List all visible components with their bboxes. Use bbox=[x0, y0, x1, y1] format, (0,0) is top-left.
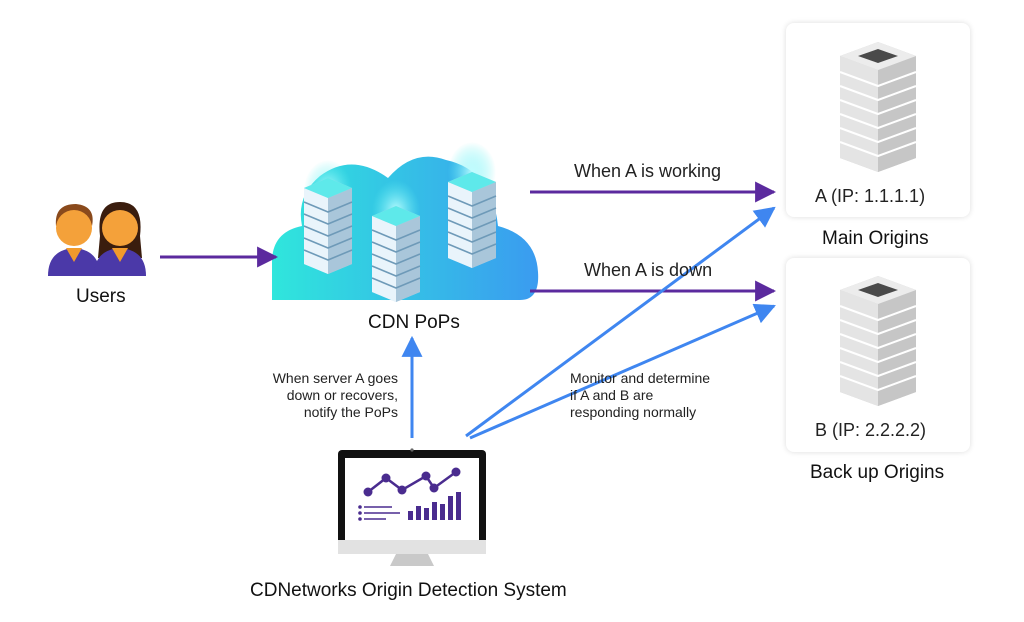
cdn-pops-label: CDN PoPs bbox=[368, 312, 460, 333]
a-working-label: When A is working bbox=[574, 161, 722, 181]
main-origin-ip: A (IP: 1.1.1.1) bbox=[815, 186, 926, 206]
monitor-label: Monitor and determine if A and B are res… bbox=[570, 370, 710, 421]
monitor-line-2: if A and B are bbox=[570, 387, 654, 403]
main-origins-label: Main Origins bbox=[822, 228, 929, 249]
monitor-line-1: Monitor and determine bbox=[570, 370, 711, 386]
backup-origins-label: Back up Origins bbox=[810, 462, 945, 483]
detection-system-label: CDNetworks Origin Detection System bbox=[250, 580, 567, 601]
notify-line-2: down or recovers, bbox=[286, 387, 398, 403]
backup-origin-ip: B (IP: 2.2.2.2) bbox=[815, 420, 927, 440]
a-down-label: When A is down bbox=[584, 260, 713, 280]
monitor-a-arrow bbox=[465, 206, 776, 438]
monitor-line-3: responding normally bbox=[570, 404, 697, 420]
users-label: Users bbox=[76, 286, 126, 307]
monitor-b-arrow bbox=[469, 303, 776, 440]
monitor-icon bbox=[338, 448, 486, 566]
users-icon bbox=[48, 202, 146, 276]
notify-pops-label: When server A goes down or recovers, not… bbox=[273, 370, 398, 421]
notify-line-1: When server A goes bbox=[272, 370, 398, 386]
cdn-cloud-icon bbox=[272, 142, 539, 303]
notify-line-3: notify the PoPs bbox=[303, 404, 398, 420]
